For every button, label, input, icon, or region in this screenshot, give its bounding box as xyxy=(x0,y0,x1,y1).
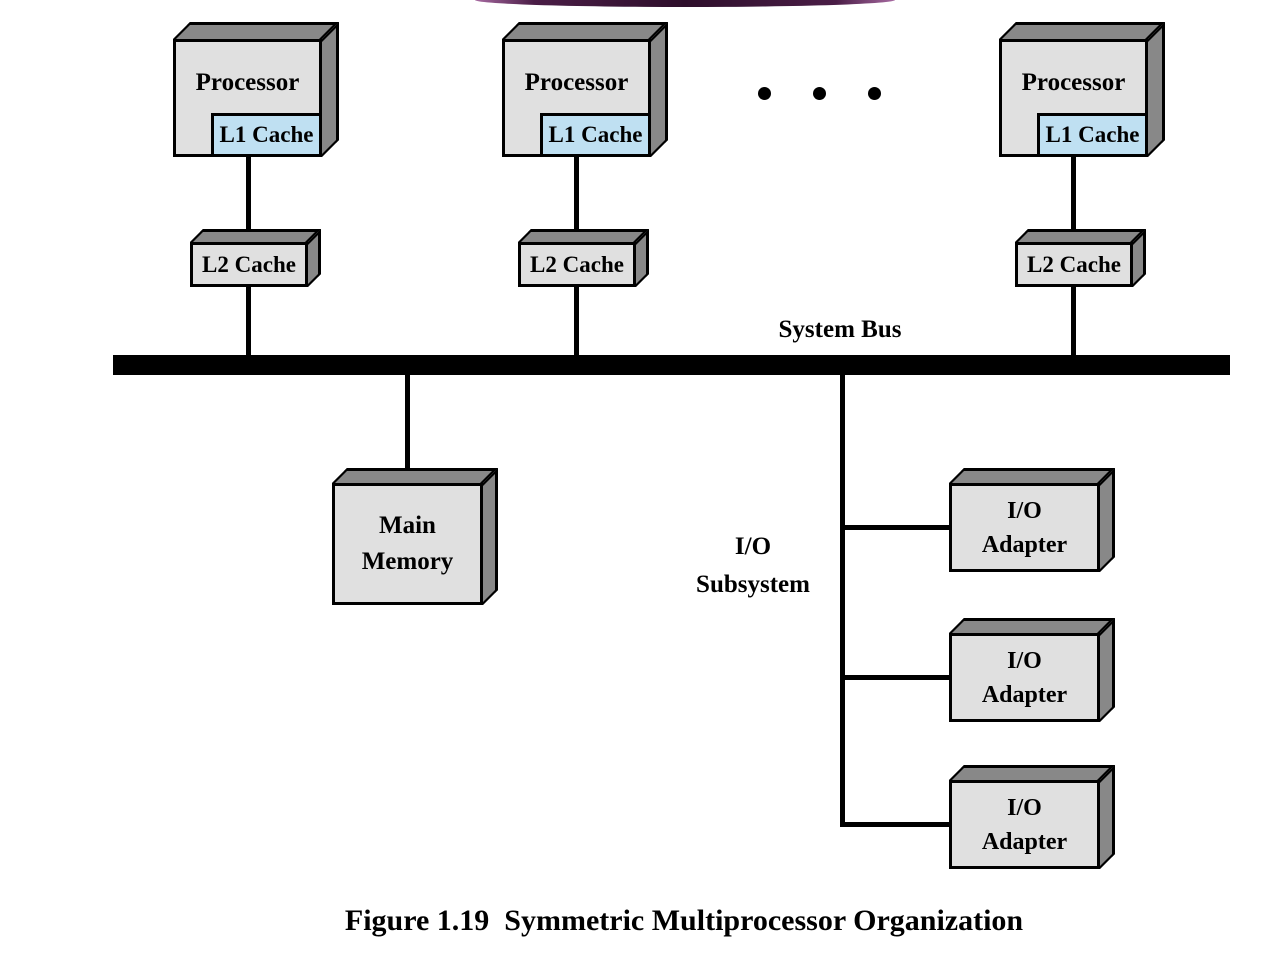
main-memory-label-line1: Main xyxy=(379,512,436,539)
box-top-face xyxy=(518,229,649,242)
l2-cache-label: L2 Cache xyxy=(518,242,636,287)
box-top-face xyxy=(173,22,339,39)
processor-front-face: Processor L1 Cache xyxy=(173,39,322,157)
slide-decoration-arc xyxy=(475,0,895,7)
l2-cache-box-2: L2 Cache xyxy=(518,229,649,287)
io-adapter-label-line2: Adapter xyxy=(981,828,1068,855)
io-adapter-front-face: I/O Adapter xyxy=(949,633,1100,722)
box-side-face xyxy=(651,22,668,157)
connector-io-adapter3 xyxy=(843,822,952,827)
box-side-face xyxy=(322,22,339,157)
box-top-face xyxy=(949,618,1115,633)
connector-processor3-l2cache3 xyxy=(1071,152,1076,247)
io-adapter-front-face: I/O Adapter xyxy=(949,780,1100,869)
l2-cache-box-1: L2 Cache xyxy=(190,229,321,287)
connector-processor1-l2cache1 xyxy=(246,152,251,247)
l2-cache-label: L2 Cache xyxy=(1015,242,1133,287)
l1-cache-label: L1 Cache xyxy=(548,122,643,147)
box-side-face xyxy=(483,468,498,605)
box-side-face xyxy=(1100,765,1115,869)
l2-cache-label: L2 Cache xyxy=(190,242,308,287)
connector-bus-io-subsystem xyxy=(840,373,845,827)
io-adapter-label-line1: I/O xyxy=(1007,497,1042,524)
l1-cache-box-1: L1 Cache xyxy=(211,113,322,157)
box-side-face xyxy=(1148,22,1165,157)
system-bus-label: System Bus xyxy=(778,316,902,343)
io-adapter-front-face: I/O Adapter xyxy=(949,483,1100,572)
l2-cache-box-3: L2 Cache xyxy=(1015,229,1146,287)
io-adapter-box-3: I/O Adapter xyxy=(949,765,1115,869)
processor-box-1: Processor L1 Cache xyxy=(173,22,339,157)
io-subsystem-label-line2: Subsystem xyxy=(696,571,810,598)
processor-box-3: Processor L1 Cache xyxy=(999,22,1165,157)
main-memory-label-line2: Memory xyxy=(361,548,454,575)
ellipsis-dot xyxy=(868,87,881,100)
box-side-face xyxy=(1100,468,1115,572)
io-adapter-box-1: I/O Adapter xyxy=(949,468,1115,572)
box-top-face xyxy=(332,468,498,483)
connector-io-adapter2 xyxy=(843,675,952,680)
io-adapter-box-2: I/O Adapter xyxy=(949,618,1115,722)
processor-label: Processor xyxy=(195,69,300,96)
l1-cache-label: L1 Cache xyxy=(219,122,314,147)
connector-processor2-l2cache2 xyxy=(574,152,579,247)
main-memory-front-face: Main Memory xyxy=(332,483,483,605)
figure-caption: Figure 1.19 Symmetric Multiprocessor Org… xyxy=(344,904,1024,937)
l1-cache-label: L1 Cache xyxy=(1045,122,1140,147)
box-top-face xyxy=(502,22,668,39)
box-top-face xyxy=(949,765,1115,780)
processor-box-2: Processor L1 Cache xyxy=(502,22,668,157)
io-subsystem-label: I/O Subsystem xyxy=(696,528,810,604)
io-adapter-label-line2: Adapter xyxy=(981,531,1068,558)
processor-front-face: Processor L1 Cache xyxy=(502,39,651,157)
box-top-face xyxy=(190,229,321,242)
connector-io-adapter1 xyxy=(843,525,952,530)
connector-bus-main-memory xyxy=(405,373,410,486)
system-bus xyxy=(113,355,1230,375)
io-adapter-label-line1: I/O xyxy=(1007,647,1042,674)
processor-label: Processor xyxy=(1021,69,1126,96)
box-top-face xyxy=(999,22,1165,39)
box-top-face xyxy=(1015,229,1146,242)
io-adapter-label-line2: Adapter xyxy=(981,681,1068,708)
processor-front-face: Processor L1 Cache xyxy=(999,39,1148,157)
ellipsis-dots xyxy=(758,87,881,100)
ellipsis-dot xyxy=(813,87,826,100)
io-subsystem-label-line1: I/O xyxy=(734,533,772,560)
l1-cache-box-2: L1 Cache xyxy=(540,113,651,157)
box-top-face xyxy=(949,468,1115,483)
connector-l2cache1-bus xyxy=(246,282,251,358)
ellipsis-dot xyxy=(758,87,771,100)
connector-l2cache2-bus xyxy=(574,282,579,358)
box-side-face xyxy=(1100,618,1115,722)
processor-label: Processor xyxy=(524,69,629,96)
connector-l2cache3-bus xyxy=(1071,282,1076,358)
l1-cache-box-3: L1 Cache xyxy=(1037,113,1148,157)
main-memory-box: Main Memory xyxy=(332,468,498,605)
io-adapter-label-line1: I/O xyxy=(1007,794,1042,821)
